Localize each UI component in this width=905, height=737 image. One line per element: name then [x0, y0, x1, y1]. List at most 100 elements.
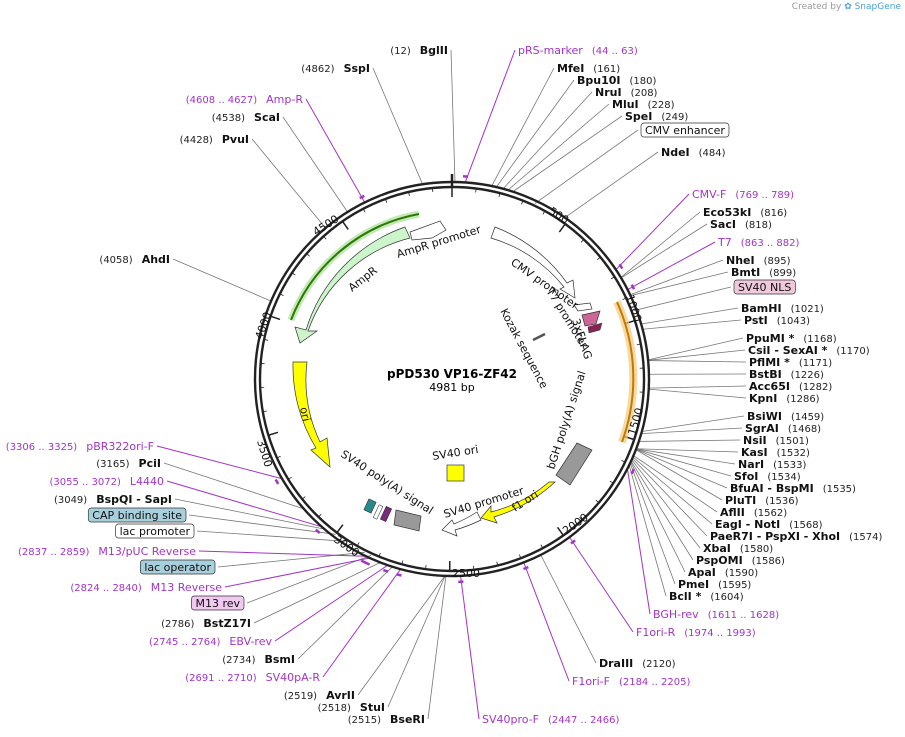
feature-box-label[interactable]: CAP binding site — [87, 507, 187, 523]
enzyme-label[interactable]: AflII(1562) — [720, 506, 787, 519]
label-name: KasI — [741, 446, 768, 459]
leader-line — [246, 554, 372, 604]
sv40-ori-box[interactable] — [446, 464, 465, 482]
primer-label[interactable]: SV40pA-R(2691 .. 2710) — [185, 671, 320, 684]
primer-label[interactable]: M13 Reverse(2824 .. 2840) — [70, 581, 222, 594]
enzyme-label[interactable]: PmeI(1595) — [678, 578, 751, 591]
enzyme-label[interactable]: BstBI(1226) — [749, 368, 824, 381]
primer-label[interactable]: CMV-F(769 .. 789) — [692, 188, 794, 201]
primer-label[interactable]: F1ori-R(1974 .. 1993) — [636, 626, 756, 639]
enzyme-label[interactable]: BfuAI - BspMI(1535) — [730, 482, 856, 495]
enzyme-label[interactable]: BspQI - SapI(3049) — [54, 493, 172, 506]
t7-promoter-arrow[interactable] — [573, 302, 593, 312]
enzyme-label[interactable]: PluTI(1536) — [725, 494, 799, 507]
enzyme-label[interactable]: BseRI(2515) — [348, 713, 425, 726]
enzyme-label[interactable]: ApaI(1590) — [688, 566, 758, 579]
sv40-polya-box[interactable] — [393, 509, 422, 532]
primer-label[interactable]: T7(863 .. 882) — [717, 236, 800, 249]
primer-label[interactable]: M13/pUC Reverse(2837 .. 2859) — [18, 545, 196, 558]
enzyme-label[interactable]: PflMI *(1171) — [749, 356, 832, 369]
minor-tick — [621, 459, 626, 463]
enzyme-label[interactable]: DraIII(2120) — [599, 657, 676, 670]
enzyme-label[interactable]: PaeR7I - PspXI - XhoI(1574) — [710, 530, 883, 543]
enzyme-label[interactable]: PciI(3165) — [96, 457, 161, 470]
enzyme-label[interactable]: NarI(1533) — [738, 458, 807, 471]
enzyme-label[interactable]: PvuI(4428) — [180, 133, 249, 146]
leader-line — [627, 241, 716, 291]
enzyme-label[interactable]: BsiWI(1459) — [747, 410, 824, 423]
enzyme-label[interactable]: CsiI - SexAI *(1170) — [748, 344, 870, 357]
primer-label[interactable]: L4440(3055 .. 3072) — [49, 475, 164, 488]
enzyme-label[interactable]: AhdI(4058) — [99, 253, 170, 266]
feature-box-label[interactable]: lac promoter — [115, 523, 195, 539]
feature-box-label[interactable]: SV40 NLS — [733, 279, 796, 295]
label-name: AvrII — [326, 689, 355, 702]
enzyme-label[interactable]: NsiI(1501) — [743, 434, 809, 447]
primer-label[interactable]: F1ori-F(2184 .. 2205) — [572, 675, 690, 688]
enzyme-label[interactable]: Eco53kI(816) — [703, 206, 787, 219]
enzyme-label[interactable]: EagI - NotI(1568) — [715, 518, 823, 531]
f1-ori-arrow[interactable] — [480, 481, 556, 524]
enzyme-label[interactable]: Bpu10I(180) — [577, 74, 656, 87]
leader-line — [564, 151, 659, 218]
enzyme-label[interactable]: SgrAI(1468) — [745, 422, 821, 435]
cmv-promoter-arrow[interactable] — [490, 226, 576, 299]
snapgene-credit: Created by ✿ SnapGene — [792, 2, 901, 12]
enzyme-label[interactable]: BclI *(1604) — [669, 590, 744, 603]
enzyme-label[interactable]: KasI (1532) — [741, 446, 810, 459]
feature-box-label[interactable]: lac operator — [139, 559, 216, 575]
enzyme-label[interactable]: BsmI(2734) — [222, 653, 295, 666]
leader-line — [632, 458, 708, 537]
enzyme-label[interactable]: PstI(1043) — [744, 314, 810, 327]
enzyme-label[interactable]: MluI(228) — [612, 98, 675, 111]
enzyme-label[interactable]: PspOMI(1586) — [696, 554, 785, 567]
leader-line — [523, 562, 570, 682]
leader-line — [615, 193, 690, 271]
enzyme-label[interactable]: SpeI(249) — [625, 110, 688, 123]
enzyme-label[interactable]: StuI(2518) — [318, 701, 385, 714]
enzyme-label[interactable]: SspI(4862) — [301, 62, 370, 75]
minor-tick — [425, 565, 427, 570]
ori-arrow[interactable] — [292, 361, 331, 468]
label-position: (208) — [631, 88, 658, 99]
primer-label[interactable]: pBR322ori-F(3306 .. 3325) — [6, 440, 154, 453]
primer-label[interactable]: EBV-rev(2745 .. 2764) — [149, 635, 272, 648]
enzyme-label[interactable]: NdeI(484) — [661, 146, 726, 159]
label-position: (1171) — [799, 358, 832, 369]
enzyme-label[interactable]: SfoI(1534) — [734, 470, 801, 483]
leader-line — [491, 67, 555, 187]
ampr-promoter-arrow[interactable] — [409, 220, 447, 241]
minor-tick — [518, 554, 522, 559]
primer-label[interactable]: SV40pro-F(2447 .. 2466) — [482, 713, 620, 726]
label-position: (769 .. 789) — [735, 190, 794, 201]
feature-box-label[interactable]: CMV enhancer — [640, 122, 730, 138]
feature-box-label[interactable]: M13 rev — [191, 595, 245, 611]
sv40-promoter-arrow[interactable] — [441, 511, 482, 537]
enzyme-label[interactable]: BamHI(1021) — [741, 302, 824, 315]
3xflag-box[interactable] — [581, 310, 601, 327]
primer-label[interactable]: pRS-marker(44 .. 63) — [518, 44, 638, 57]
3xflag-small[interactable] — [587, 322, 603, 334]
enzyme-label[interactable]: BmtI(899) — [731, 266, 796, 279]
enzyme-label[interactable]: SacI(818) — [710, 218, 772, 231]
enzyme-label[interactable]: Acc65I(1282) — [749, 380, 832, 393]
primer-label[interactable]: Amp-R(4608 .. 4627) — [186, 93, 304, 106]
enzyme-label[interactable]: KpnI(1286) — [749, 392, 820, 405]
leader-line — [188, 514, 336, 535]
enzyme-label[interactable]: BstZ17I(2786) — [161, 617, 251, 630]
enzyme-label[interactable]: BglII(12) — [390, 44, 448, 57]
enzyme-label[interactable]: PpuMI *(1168) — [746, 332, 837, 345]
primer-label[interactable]: BGH-rev(1611 .. 1628) — [653, 608, 779, 621]
primer-marks — [274, 175, 636, 584]
leader-line — [629, 462, 676, 585]
enzyme-label[interactable]: XbaI(1580) — [703, 542, 773, 555]
bgh-polya-box[interactable] — [555, 442, 593, 486]
label-position: (1974 .. 1993) — [684, 628, 756, 639]
label-position: (1532) — [777, 448, 810, 459]
enzyme-label[interactable]: ScaI(4538) — [212, 111, 280, 124]
ampr-arrow[interactable] — [294, 226, 411, 344]
enzyme-label[interactable]: NheI(895) — [726, 254, 791, 267]
enzyme-label[interactable]: MfeI(161) — [557, 62, 620, 75]
enzyme-label[interactable]: AvrII(2519) — [284, 689, 355, 702]
enzyme-label[interactable]: NruI(208) — [595, 86, 658, 99]
